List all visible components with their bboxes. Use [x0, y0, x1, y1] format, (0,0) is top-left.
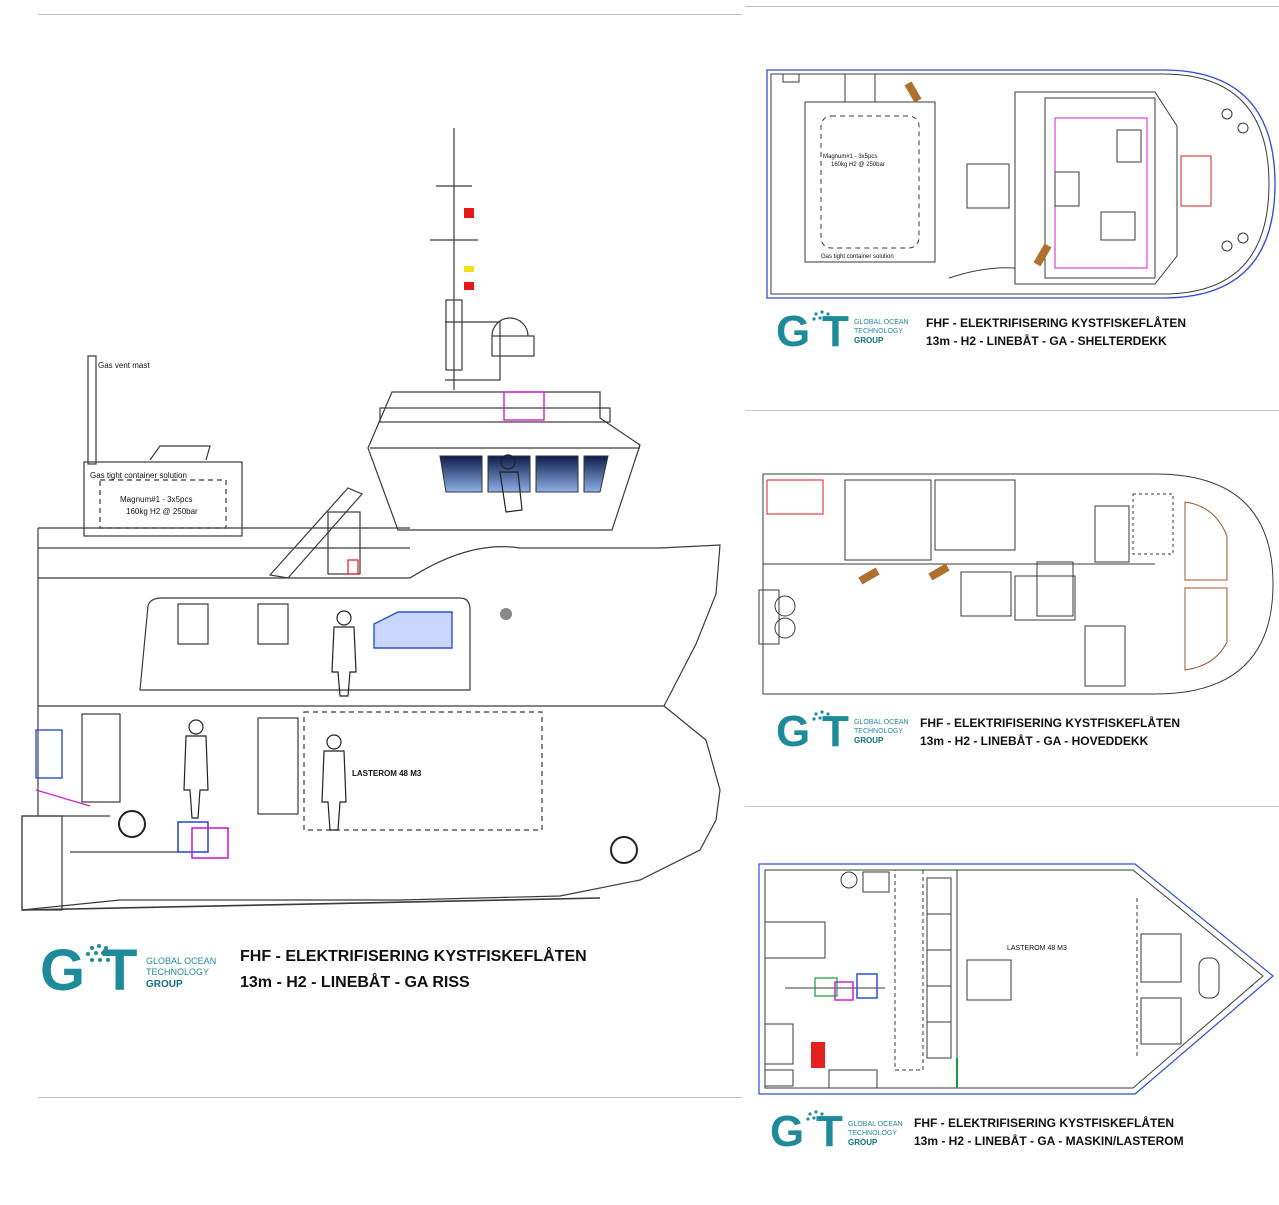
- logo-maindeck: G T GLOBAL OCEAN TECHNOLOGY GROUP: [776, 706, 926, 756]
- engineroom-caption-1: FHF - ELEKTRIFISERING KYSTFISKEFLÅTEN: [914, 1116, 1174, 1130]
- got-logo-mark-er: G T GLOBAL OCEAN TECHNOLOGY GROUP: [770, 1107, 903, 1156]
- svg-text:T: T: [822, 707, 849, 754]
- svg-text:T: T: [822, 307, 849, 354]
- magnum-label-1: Magnum#1 - 3x5pcs: [120, 495, 192, 504]
- logo-line3: GROUP: [146, 979, 183, 990]
- bottom-rule-left: [38, 1097, 742, 1098]
- svg-text:G: G: [40, 938, 85, 1000]
- container-label: Gas tight container solution: [90, 471, 187, 480]
- rule-right-2: [745, 806, 1279, 807]
- logo-er-line2: TECHNOLOGY: [848, 1130, 897, 1137]
- got-logo-mark: G T GLOBAL OCEAN TECHNOLOGY GROUP: [40, 938, 216, 1003]
- er-cargo-label: LASTEROM 48 M3: [1007, 945, 1067, 952]
- logo-er-line3: GROUP: [848, 1138, 878, 1147]
- cargo-hold-label: LASTEROM 48 M3: [352, 769, 422, 778]
- gas-vent-mast-label: Gas vent mast: [98, 361, 150, 370]
- logo-sd-line3: GROUP: [854, 336, 884, 345]
- shelterdeck-caption-1: FHF - ELEKTRIFISERING KYSTFISKEFLÅTEN: [926, 316, 1186, 330]
- svg-text:G: G: [770, 1107, 804, 1154]
- engineroom-caption-2: 13m - H2 - LINEBÅT - GA - MASKIN/LASTERO…: [914, 1134, 1184, 1148]
- svg-text:G: G: [776, 307, 810, 354]
- sd-magnum-1: Magnum#1 - 3x5pcs: [823, 154, 877, 160]
- svg-text:G: G: [776, 707, 810, 754]
- rule-right-1: [745, 410, 1279, 411]
- logo-md-line2: TECHNOLOGY: [854, 728, 903, 735]
- logo-line2: TECHNOLOGY: [146, 967, 209, 977]
- shelterdeck-caption-2: 13m - H2 - LINEBÅT - GA - SHELTERDEKK: [926, 334, 1167, 348]
- logo-md-line1: GLOBAL OCEAN: [854, 719, 909, 726]
- logo-shelterdeck: G T GLOBAL OCEAN TECHNOLOGY GROUP: [776, 306, 926, 356]
- logo-er-line1: GLOBAL OCEAN: [848, 1121, 903, 1128]
- logo-engineroom: G T GLOBAL OCEAN TECHNOLOGY GROUP: [770, 1106, 920, 1156]
- shelterdeck-drawing: Magnum#1 - 3x5pcs 160kg H2 @ 250bar Gas …: [745, 60, 1279, 310]
- maindeck-caption-1: FHF - ELEKTRIFISERING KYSTFISKEFLÅTEN: [920, 716, 1180, 730]
- svg-text:T: T: [816, 1107, 843, 1154]
- maindeck-svg: [758, 473, 1274, 695]
- logo-sd-line1: GLOBAL OCEAN: [854, 319, 909, 326]
- top-rule-left: [38, 14, 742, 15]
- sd-container: Gas tight container solution: [821, 254, 894, 260]
- elevation-drawing: Gas vent mast Gas tight container soluti…: [21, 128, 721, 911]
- shelterdeck-svg: Magnum#1 - 3x5pcs 160kg H2 @ 250bar Gas …: [766, 69, 1276, 299]
- got-logo-mark-sd: G T GLOBAL OCEAN TECHNOLOGY GROUP: [776, 307, 909, 356]
- logo-line1: GLOBAL OCEAN: [146, 956, 216, 966]
- sd-magnum-2: 160kg H2 @ 250bar: [831, 162, 885, 168]
- maindeck-drawing: [745, 466, 1279, 706]
- top-rule-right: [745, 6, 1279, 7]
- logo-md-line3: GROUP: [854, 736, 884, 745]
- logo-sd-line2: TECHNOLOGY: [854, 328, 903, 335]
- engineroom-drawing: LASTEROM 48 M3: [745, 858, 1279, 1108]
- engineroom-svg: LASTEROM 48 M3: [758, 863, 1274, 1095]
- maindeck-caption-2: 13m - H2 - LINEBÅT - GA - HOVEDDEKK: [920, 734, 1149, 748]
- got-logo-mark-md: G T GLOBAL OCEAN TECHNOLOGY GROUP: [776, 707, 909, 756]
- elevation-caption-2: 13m - H2 - LINEBÅT - GA RISS: [240, 974, 470, 991]
- elevation-caption-1: FHF - ELEKTRIFISERING KYSTFISKEFLÅTEN: [240, 948, 587, 965]
- logo-elevation: G T GLOBAL OCEAN TECHNOLOGY GROUP: [40, 938, 240, 1003]
- elevation-svg: Gas vent mast Gas tight container soluti…: [21, 128, 721, 911]
- magnum-label-2: 160kg H2 @ 250bar: [126, 507, 198, 516]
- svg-text:T: T: [102, 938, 137, 1000]
